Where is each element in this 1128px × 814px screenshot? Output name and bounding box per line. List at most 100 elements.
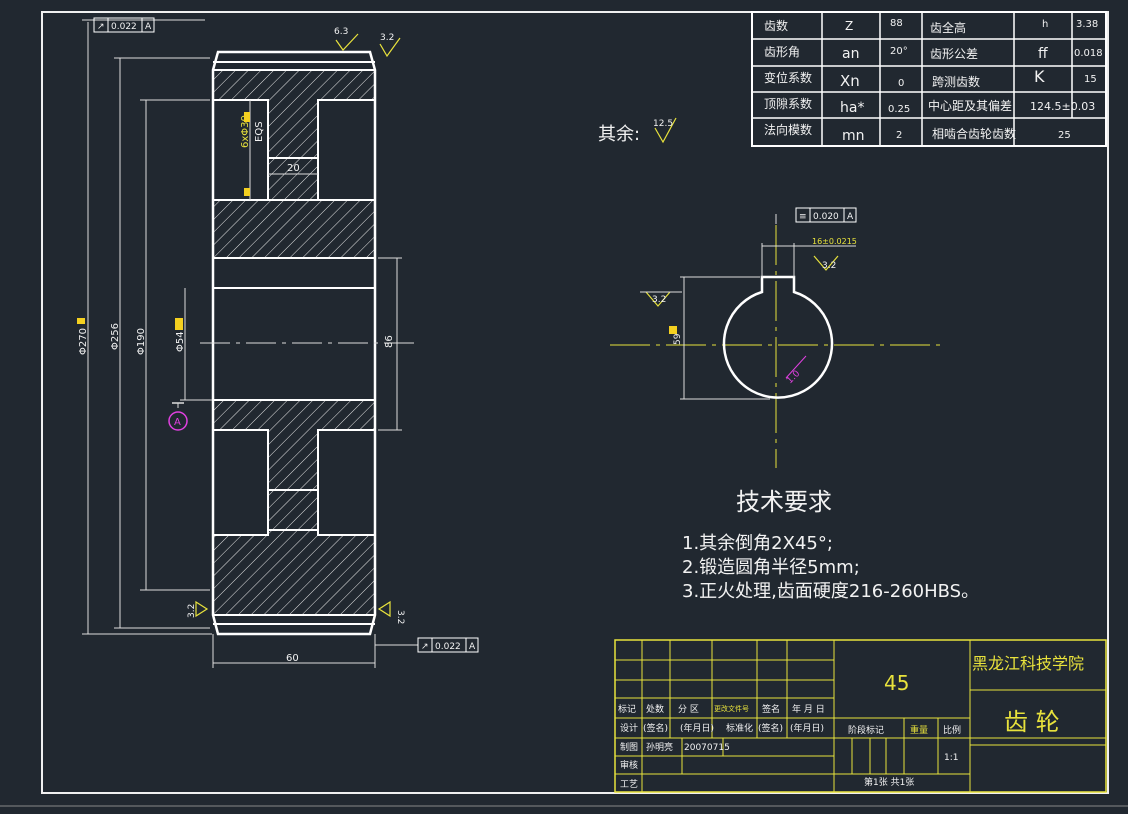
tb-design-sign: (签名) [643,722,668,734]
param-value-span: 15 [1084,74,1097,85]
dim-key-depth: 59 [673,333,683,345]
param-symbol-k: K [1034,67,1045,86]
param-symbol-ff: ff [1038,46,1048,62]
marker-key-depth [669,326,677,334]
param-label-profile-tol: 齿形公差 [930,47,978,61]
roughness-top-right: 3.2 [380,33,394,43]
lower-web-hole [267,489,319,531]
roughness-rest-label: 其余: [598,124,640,145]
param-value-shift: 0 [898,78,904,89]
svg-text:0.022: 0.022 [435,642,461,652]
tb-header-sign: 签名 [762,703,780,715]
tb-check-label: 审核 [620,759,638,771]
param-value-pressure-angle: 20° [890,46,908,57]
dim-holes-eqs: EQS [254,121,265,142]
param-value-mating-teeth: 25 [1058,130,1071,141]
tb-header-count: 处数 [646,703,664,715]
tech-title: 技术要求 [736,488,832,516]
param-value-clearance: 0.25 [888,104,910,115]
param-label-shift: 变位系数 [764,70,812,85]
param-value-depth: 3.38 [1076,19,1098,30]
tb-header-date: 年 月 日 [792,703,825,715]
param-value-profile-tol: 0.018 [1074,48,1103,59]
marker-holes-2 [244,188,250,196]
param-label-module: 法向模数 [764,122,812,137]
dim-keyway-width: 16±0.0215 [812,237,857,246]
dim-holes: 6xΦ30 [240,115,251,148]
dim-web-20: 20 [287,163,300,174]
tech-item-2: 2.锻造圆角半径5mm; [682,557,860,578]
roughness-bottom-right: 3.2 [395,610,405,624]
param-label-depth: 齿全高 [930,20,966,35]
tb-header-mark: 标记 [618,703,636,715]
lower-left-cavity [212,429,269,536]
dim-hub-86: 86 [384,335,395,348]
svg-text:↗: ↗ [421,642,429,652]
tb-standard-date: (年月日) [790,722,824,734]
tolerance-frame-key: ≡ 0.020 A [795,207,857,223]
roughness-top-left: 6.3 [334,27,348,37]
dim-d270: Φ270 [78,328,89,355]
title-block [614,639,1107,793]
bore [212,287,376,401]
datum-a-label: A [174,417,181,428]
svg-text:0.020: 0.020 [813,212,839,222]
roughness-rest-symbol [654,117,677,144]
marker-d54 [175,318,183,330]
keyway-view: 59 16±0.0215 1.0 ≡ 0.020 A 3.2 3.2 [610,207,944,468]
roughness-hole-left: 3.2 [652,295,666,305]
tb-draw-label: 制图 [620,741,638,753]
chamfer-leader [785,355,807,379]
upper-right-cavity [317,99,376,201]
svg-text:≡: ≡ [799,212,807,222]
roughness-rest-value: 12.5 [653,119,673,129]
param-value-module: 2 [896,130,902,141]
param-symbol-ha: ha* [840,100,864,116]
roughness-top-right-symbol [379,37,401,58]
tb-design-label: 设计 [620,722,638,734]
roughness-key-top: 3.2 [822,261,836,271]
roughness-bottom-left-symbol [195,600,209,618]
param-label-center-distance: 中心距及其偏差 [928,98,1012,113]
tb-standard-label: 标准化 [726,722,753,734]
tb-standard-sign: (签名) [758,722,783,734]
roughness-hole-symbol [645,291,671,307]
roughness-bottom-left: 3.2 [187,604,197,618]
param-symbol-h: h [1042,19,1048,30]
drawing-frame [41,11,1109,794]
title-school: 黑龙江科技学院 [972,654,1084,673]
svg-text:A: A [469,642,476,652]
hatch-upper [213,70,375,258]
param-symbol-an: an [842,46,859,62]
dim-chamfer: 1.0 [785,369,802,386]
param-symbol-xn: Xn [840,72,860,90]
bore-with-keyway [722,275,834,399]
param-value-center-distance: 124.5±0.03 [1030,100,1095,113]
hatch-lower [213,400,375,615]
roughness-key-symbol [813,255,839,271]
tb-stage-label: 阶段标记 [848,724,884,736]
param-symbol-mn: mn [842,128,865,144]
tb-scale-label: 比例 [943,724,961,736]
gear-section-view: A Φ270 Φ256 Φ190 Φ54 86 60 20 6xΦ30 EQS … [77,17,479,668]
param-label-pressure-angle: 齿形角 [764,45,800,59]
roughness-top-left-symbol [335,33,359,51]
dim-d190: Φ190 [136,328,147,355]
parameter-table: 齿数 Z 88 齿全高 h 3.38 齿形角 an 20° 齿形公差 ff 0.… [751,11,1107,147]
tolerance-frame-bottom: ↗ 0.022 A [417,637,479,653]
svg-text:0.022: 0.022 [111,22,137,32]
tb-header-change-doc: 更改文件号 [714,704,749,713]
dim-d256: Φ256 [110,323,121,350]
tolerance-frame-top: ↗ 0.022 A [93,17,155,33]
lower-right-cavity [317,429,376,536]
svg-text:A: A [145,22,152,32]
marker-holes [244,112,250,122]
roughness-bottom-right-symbol [377,600,391,618]
tech-item-3: 3.正火处理,齿面硬度216-260HBS。 [682,581,979,602]
title-material: 45 [884,671,909,695]
svg-text:A: A [847,212,854,222]
param-label-mating-teeth: 相啮合齿轮齿数 [932,126,1016,141]
tb-scale-value: 1:1 [944,753,958,763]
upper-left-cavity [212,99,269,201]
